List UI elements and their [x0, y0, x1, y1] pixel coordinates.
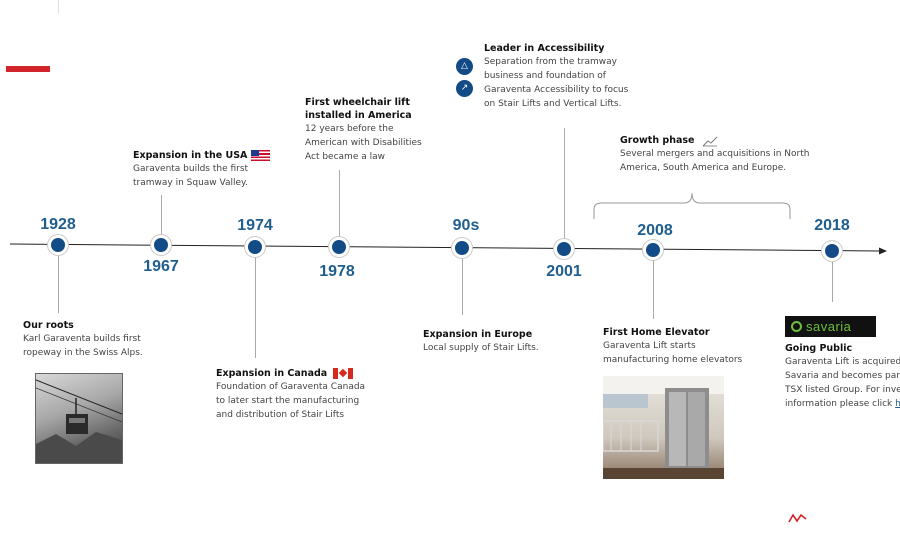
- event-title: Leader in Accessibility: [484, 43, 605, 54]
- event-desc-line: American with Disabilities: [305, 138, 422, 148]
- timeline-dot-1978: [332, 240, 346, 254]
- event-desc-line: Garaventa builds the first: [133, 164, 249, 174]
- event-desc-line: Garaventa Lift starts: [603, 341, 696, 351]
- year-90s: 90s: [452, 217, 480, 234]
- event-title: Growth phase: [620, 135, 695, 146]
- accent-bar: [6, 66, 50, 72]
- event-desc-line: Several mergers and acquisitions in Nort…: [620, 149, 810, 159]
- year-1978: 1978: [319, 263, 355, 280]
- event-growth-phase: Growth phase Several mergers and acquisi…: [620, 134, 820, 175]
- top-tick: [58, 0, 59, 14]
- timeline-dot-1974: [248, 240, 262, 254]
- connector-1928: [58, 253, 59, 313]
- event-our-roots: Our roots Karl Garaventa builds first ro…: [23, 319, 173, 360]
- event-desc-line: Savaria and becomes part: [785, 371, 900, 381]
- connector-2008: [653, 257, 654, 319]
- timeline-dot-2018: [825, 244, 839, 258]
- event-expansion-canada: Expansion in Canada Foundation of Garave…: [216, 367, 391, 422]
- event-desc-line: Karl Garaventa builds first: [23, 334, 141, 344]
- trend-line-icon: [702, 136, 718, 146]
- event-desc-line: tramway in Squaw Valley.: [133, 178, 248, 188]
- wheelchair-lift-icon: △: [456, 58, 473, 75]
- home-elevator-illustration: [603, 376, 724, 479]
- event-title-line: installed in America: [305, 110, 412, 121]
- event-desc-line: ropeway in the Swiss Alps.: [23, 348, 143, 358]
- connector-2001: [564, 128, 565, 241]
- event-desc-line: information please click h: [785, 397, 900, 411]
- event-title: Our roots: [23, 320, 74, 331]
- event-title: Expansion in the USA: [133, 150, 248, 161]
- info-link[interactable]: h: [895, 399, 900, 409]
- connector-1978: [339, 170, 340, 240]
- savaria-logo-mark-icon: [791, 321, 802, 332]
- event-going-public: Going Public Garaventa Lift is acquired …: [785, 342, 900, 411]
- stairs-icon: ↗: [456, 80, 473, 97]
- event-expansion-europe: Expansion in Europe Local supply of Stai…: [423, 328, 583, 355]
- year-2008: 2008: [637, 222, 673, 239]
- brand-logo-icon: [788, 513, 807, 523]
- event-desc-line: manufacturing home elevators: [603, 355, 743, 365]
- year-1967: 1967: [143, 258, 179, 275]
- timeline-dot-1967: [154, 238, 168, 252]
- event-leader-accessibility: Leader in Accessibility Separation from …: [484, 42, 654, 111]
- timeline-axis: [9, 243, 887, 255]
- event-title-row: Expansion in the USA: [133, 149, 303, 162]
- event-desc-line: Garaventa Accessibility to focus: [484, 85, 629, 95]
- event-desc-line: Foundation of Garaventa Canada: [216, 382, 366, 392]
- event-desc-line: Local supply of Stair Lifts.: [423, 343, 539, 353]
- info-text: information please click: [785, 399, 896, 409]
- year-2001: 2001: [546, 263, 582, 280]
- event-desc-line: 12 years before the: [305, 124, 394, 134]
- canada-flag-icon: [333, 368, 354, 379]
- ropeway-illustration: [36, 379, 122, 463]
- home-elevator-photo: [603, 376, 724, 479]
- year-2018: 2018: [814, 217, 850, 234]
- event-title: Expansion in Europe: [423, 329, 533, 340]
- ropeway-photo: [35, 373, 123, 464]
- connector-2018: [832, 257, 833, 302]
- event-first-wheelchair-lift: First wheelchair lift installed in Ameri…: [305, 96, 455, 164]
- event-desc-line: America, South America and Europe.: [620, 163, 787, 173]
- event-title-row: Expansion in Canada: [216, 367, 391, 380]
- savaria-logo-text: savaria: [806, 319, 852, 334]
- savaria-logo: savaria: [785, 316, 876, 337]
- event-desc-line: on Stair Lifts and Vertical Lifts.: [484, 99, 622, 109]
- timeline-dot-1928: [51, 238, 65, 252]
- timeline-dot-90s: [455, 241, 469, 255]
- connector-1974: [255, 254, 256, 358]
- event-desc-line: to later start the manufacturing: [216, 396, 360, 406]
- connector-1967: [161, 195, 162, 240]
- event-desc-line: TSX listed Group. For inve: [785, 385, 900, 395]
- event-title-row: Growth phase: [620, 134, 820, 147]
- year-1974: 1974: [237, 217, 273, 234]
- event-desc-line: Garaventa Lift is acquired: [785, 357, 900, 367]
- event-desc-line: Separation from the tramway: [484, 57, 617, 67]
- event-title-line: First wheelchair lift: [305, 97, 410, 108]
- growth-brace: [593, 192, 791, 219]
- timeline-dot-2001: [557, 242, 571, 256]
- event-title: First Home Elevator: [603, 327, 710, 338]
- connector-90s: [462, 255, 463, 315]
- year-1928: 1928: [40, 216, 76, 233]
- usa-flag-icon: [251, 150, 271, 161]
- event-title: Expansion in Canada: [216, 368, 328, 379]
- event-desc-line: business and foundation of: [484, 71, 606, 81]
- event-title: Going Public: [785, 343, 853, 354]
- event-first-home-elevator: First Home Elevator Garaventa Lift start…: [603, 326, 763, 367]
- event-desc-line: and distribution of Stair Lifts: [216, 410, 345, 420]
- event-desc-line: Act became a law: [305, 152, 385, 162]
- timeline-dot-2008: [646, 243, 660, 257]
- event-expansion-usa: Expansion in the USA Garaventa builds th…: [133, 149, 303, 190]
